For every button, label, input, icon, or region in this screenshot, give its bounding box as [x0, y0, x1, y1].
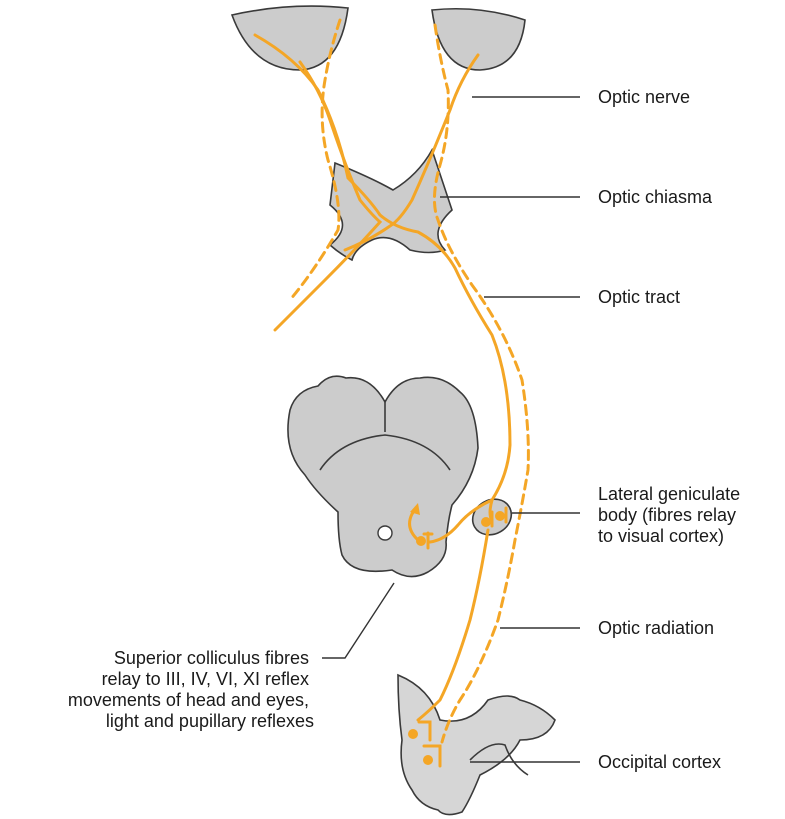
label-superior-colliculus-line-3: movements of head and eyes,: [68, 690, 309, 710]
label-optic-nerve: Optic nerve: [598, 87, 690, 107]
label-superior-colliculus-line-4: light and pupillary reflexes: [106, 711, 314, 731]
cortex-neuron-1: [408, 729, 418, 739]
leader-superior-colliculus: [322, 583, 394, 658]
right-eye: [432, 9, 525, 70]
label-optic-chiasma: Optic chiasma: [598, 187, 713, 207]
label-optic-radiation: Optic radiation: [598, 618, 714, 638]
midbrain-section: [288, 376, 478, 576]
label-superior-colliculus-line-2: relay to III, IV, VI, XI reflex: [102, 669, 309, 689]
label-optic-tract: Optic tract: [598, 287, 680, 307]
label-occipital-cortex: Occipital cortex: [598, 752, 721, 772]
colliculus-neuron: [416, 536, 426, 546]
cortex-neuron-2: [423, 755, 433, 765]
label-lateral-geniculate: Lateral geniculate body (fibres relay to…: [598, 484, 745, 546]
geniculate-neuron-2: [495, 511, 505, 521]
label-superior-colliculus-line-1: Superior colliculus fibres: [114, 648, 309, 668]
geniculate-neuron-1: [481, 517, 491, 527]
label-lateral-geniculate-line-3: to visual cortex): [598, 526, 724, 546]
occipital-cortex-shape: [398, 675, 555, 815]
label-lateral-geniculate-line-2: body (fibres relay: [598, 505, 736, 525]
label-lateral-geniculate-line-1: Lateral geniculate: [598, 484, 740, 504]
cerebral-aqueduct: [378, 526, 392, 540]
label-superior-colliculus: Superior colliculus fibres relay to III,…: [68, 648, 314, 731]
